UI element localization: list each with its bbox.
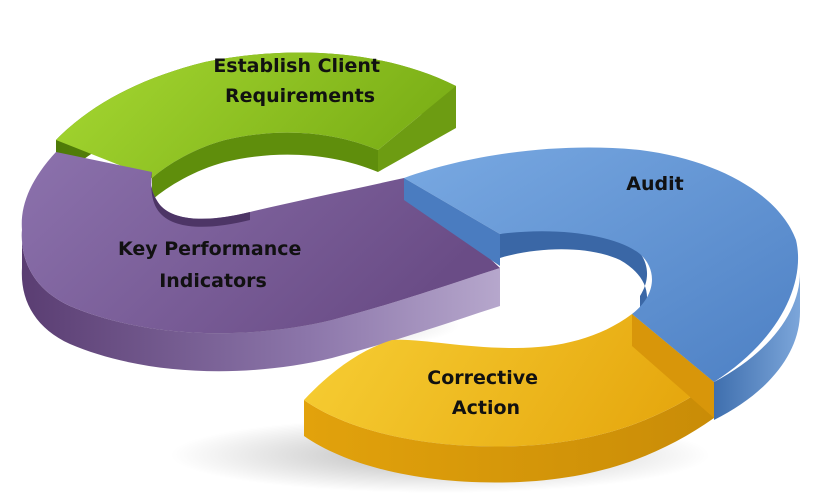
label-line: Key Performance <box>118 238 301 260</box>
label-key-performance-indicators: Key Performance Indicators <box>118 238 308 292</box>
segment-inner-wall <box>152 132 378 200</box>
segment-inner-edge <box>150 172 250 227</box>
label-line: Indicators <box>159 270 267 292</box>
segment-end-face <box>632 314 714 418</box>
label-line: Requirements <box>225 85 375 107</box>
segment-establish-client-requirements <box>56 52 456 200</box>
segment-side <box>304 382 714 483</box>
segment-side <box>21 230 501 372</box>
segment-audit <box>404 147 800 420</box>
segment-front-face <box>404 178 500 266</box>
label-line: Action <box>452 397 520 419</box>
segment-side <box>714 272 800 420</box>
label-line: Corrective <box>427 367 538 389</box>
label-line: Establish Client <box>213 55 380 77</box>
label-audit: Audit <box>626 173 683 195</box>
label-corrective-action: Corrective Action <box>427 367 544 419</box>
segment-top <box>21 152 501 334</box>
segment-top <box>304 314 714 447</box>
segment-key-performance-indicators <box>21 152 501 372</box>
segment-top <box>56 52 456 178</box>
segment-corrective-action <box>304 314 714 483</box>
segment-end-face <box>378 86 456 172</box>
segment-top <box>404 147 799 382</box>
segment-inner-wall <box>500 225 648 320</box>
label-establish-client-requirements: Establish Client Requirements <box>213 55 386 107</box>
label-line: Audit <box>626 173 683 195</box>
